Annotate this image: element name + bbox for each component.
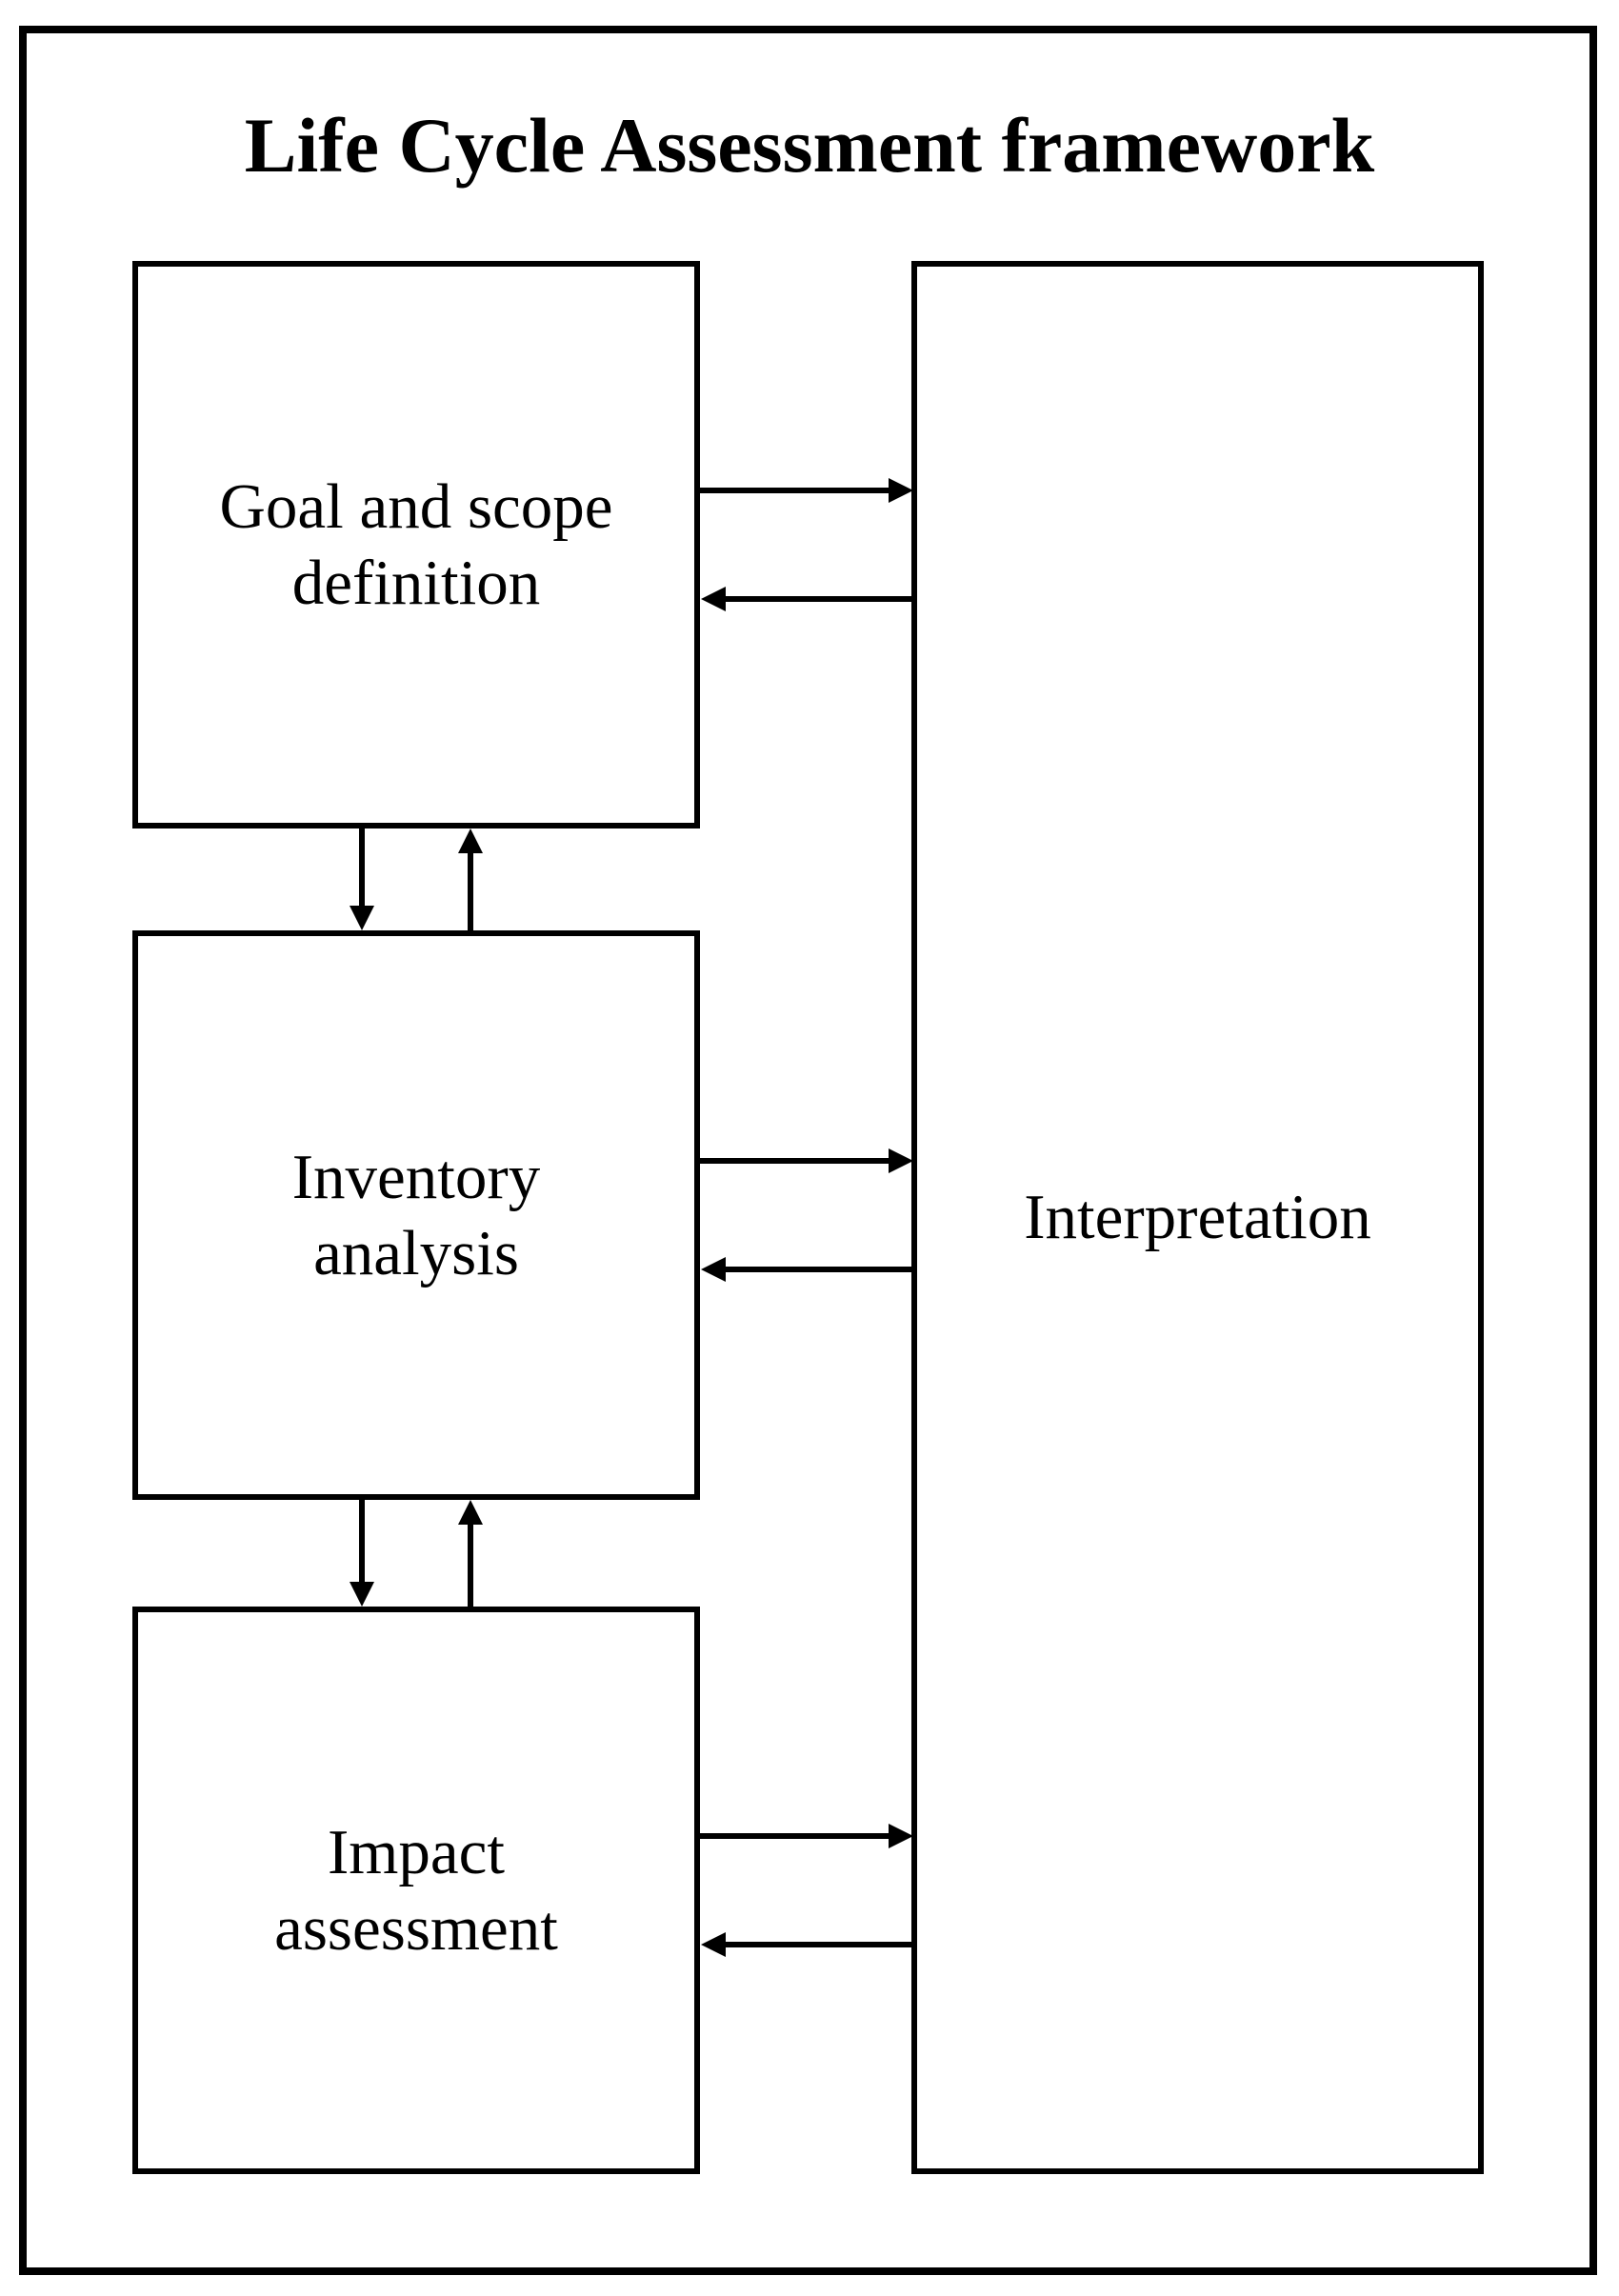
node-impact-assessment: Impact assessment <box>132 1607 700 2174</box>
node-interpretation-label: Interpretation <box>1024 1182 1371 1253</box>
node-impact-label: Impact assessment <box>274 1816 558 1964</box>
inventory-to-interpretation-arrow-icon <box>700 1148 913 1173</box>
node-interpretation: Interpretation <box>911 261 1484 2174</box>
impact-to-inventory-arrow-icon <box>458 1500 483 1608</box>
impact-to-interpretation-arrow-icon <box>700 1824 913 1848</box>
inventory-to-goal-arrow-icon <box>458 829 483 932</box>
goal-to-inventory-arrow-icon <box>350 827 374 930</box>
node-goal-label: Goal and scope definition <box>219 470 613 618</box>
interpretation-to-impact-arrow-icon <box>701 1932 914 1957</box>
node-goal-and-scope-definition: Goal and scope definition <box>132 261 700 829</box>
interpretation-to-inventory-arrow-icon <box>701 1257 914 1282</box>
interpretation-to-goal-arrow-icon <box>701 587 914 611</box>
diagram-title: Life Cycle Assessment framework <box>244 102 1375 189</box>
goal-to-interpretation-arrow-icon <box>700 478 913 503</box>
inventory-to-impact-arrow-icon <box>350 1498 374 1607</box>
node-inventory-label: Inventory analysis <box>291 1141 541 1288</box>
node-inventory-analysis: Inventory analysis <box>132 930 700 1500</box>
